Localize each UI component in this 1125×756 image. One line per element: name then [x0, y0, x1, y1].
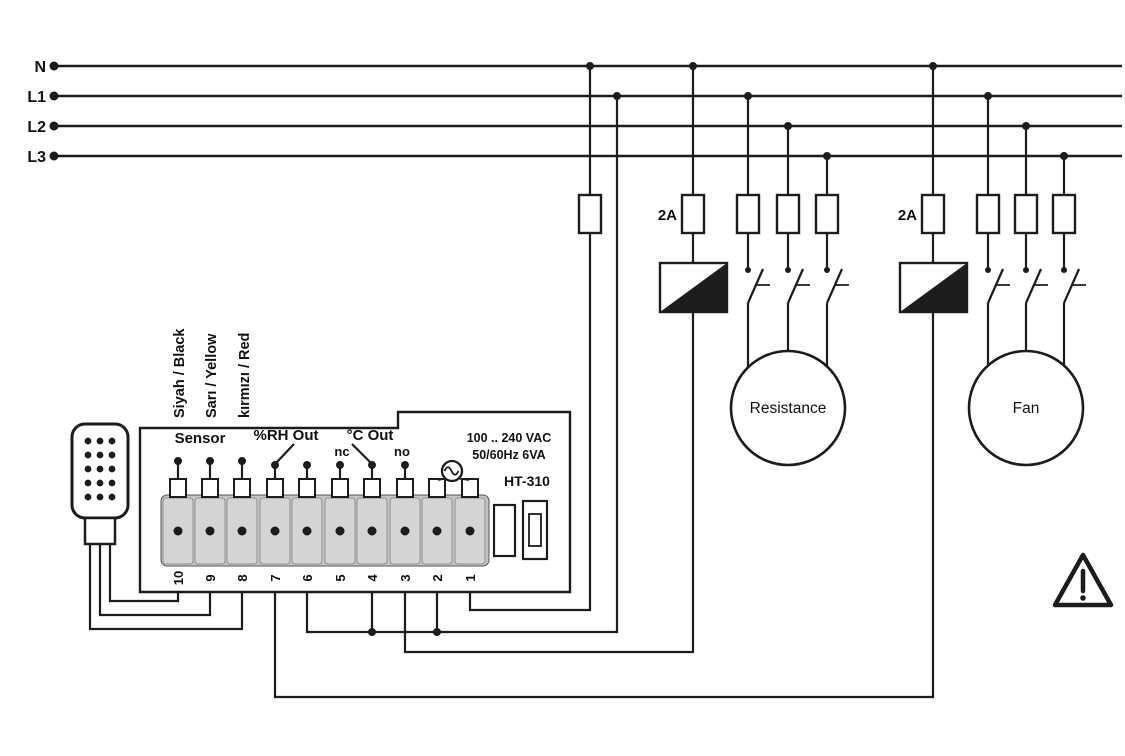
aux-slot-1	[492, 503, 517, 558]
terminal-number: 10	[171, 571, 186, 585]
fuse-resistance-l1	[735, 193, 761, 235]
terminal-clamp	[201, 478, 219, 498]
aux-slot-2-inner	[528, 513, 542, 547]
terminal-number: 4	[365, 574, 380, 582]
sensor-wire-label-black: Siyah / Black	[172, 328, 188, 418]
terminal-number: 5	[333, 574, 348, 581]
load-circle	[729, 349, 847, 467]
fuse-supply	[577, 193, 603, 235]
terminal-clamp	[331, 478, 349, 498]
sensor-wire-labels: Siyah / Black Sarı / Yellow kırmızı / Re…	[172, 328, 253, 418]
power-rails: N L1 L2 L3	[27, 59, 1122, 166]
wire-neutral-to-terminal1	[468, 66, 592, 612]
fuse-rating-fan: 2A	[898, 207, 917, 224]
terminal-leads	[176, 464, 407, 479]
terminal-number: 1	[463, 574, 478, 581]
fuse-fan-l3	[1051, 193, 1077, 235]
sensor-cable	[88, 544, 244, 631]
rail-start-dots	[49, 61, 59, 161]
terminal-clamp	[461, 478, 479, 498]
contact-blades-resistance	[746, 268, 844, 304]
warning-icon	[1052, 552, 1114, 608]
contactor-coil-triangle	[900, 263, 967, 312]
terminal-clamp	[169, 478, 187, 498]
terminal-clamp	[298, 478, 316, 498]
fuse-resistance-l3	[814, 193, 840, 235]
rail-label-n: N	[34, 59, 46, 76]
terminal-number: 8	[235, 574, 250, 581]
sensor-vent-holes	[84, 437, 116, 501]
label-rh-out: %RH Out	[254, 427, 319, 444]
load-resistance: Resistance	[729, 349, 847, 467]
warning-exclamation-dot	[1080, 595, 1086, 601]
contactor-resistance	[658, 261, 729, 314]
load-circle	[967, 349, 1085, 467]
rail-label-l2: L2	[27, 119, 46, 136]
wires	[273, 66, 1066, 699]
label-no: no	[394, 444, 410, 459]
fuses: 2A 2A	[577, 193, 1077, 235]
fuse-resistance-l2	[775, 193, 801, 235]
fuse-2a-resistance	[680, 193, 706, 235]
fuse-rating-resistance: 2A	[658, 207, 677, 224]
rating-line2: 50/60Hz 6VA	[472, 448, 545, 462]
contact-blades-fan	[986, 268, 1081, 304]
fuse-fan-l1	[975, 193, 1001, 235]
load-label: Fan	[1013, 400, 1040, 417]
model-label: HT-310	[504, 473, 550, 489]
label-nc: nc	[334, 444, 349, 459]
controller-ht310: Sensor %RH Out °C Out nc no 100 .. 240 V…	[138, 410, 572, 594]
load-label: Resistance	[750, 400, 827, 417]
terminal-clamp	[266, 478, 284, 498]
wire-l1-to-commons	[305, 96, 619, 634]
contactor-coil-triangle	[660, 263, 727, 312]
terminal-number: 2	[430, 574, 445, 581]
sensor-probe	[70, 422, 244, 631]
relay-blades	[276, 443, 371, 463]
label-c-out: °C Out	[347, 427, 394, 444]
rail-label-l3: L3	[27, 149, 46, 166]
supply-leads	[437, 477, 470, 481]
terminal-clamp	[233, 478, 251, 498]
terminal-number: 7	[268, 574, 283, 581]
sensor-neck	[83, 516, 117, 546]
terminal-numbers: 10 9 8 7 6 5 4 3 2 1	[171, 571, 478, 585]
terminal-number: 9	[203, 574, 218, 581]
rail-label-l1: L1	[27, 89, 46, 106]
label-sensor: Sensor	[175, 430, 226, 447]
terminal-clamp	[363, 478, 381, 498]
terminal-cells	[162, 497, 486, 565]
sensor-wire-label-red: kırmızı / Red	[237, 333, 253, 418]
contact-dots	[745, 267, 1067, 273]
fuse-fan-l2	[1013, 193, 1039, 235]
load-fan: Fan	[967, 349, 1085, 467]
wire-terminal3-to-resistance-coil	[403, 312, 695, 654]
terminal-clamp	[396, 478, 414, 498]
terminal-clamp	[428, 478, 446, 498]
contactor-fan	[898, 261, 969, 314]
fuse-2a-fan	[920, 193, 946, 235]
ac-supply-symbol	[437, 459, 470, 483]
sensor-wire-label-yellow: Sarı / Yellow	[204, 333, 220, 418]
sine-wave-icon	[443, 466, 460, 476]
terminal-number: 3	[398, 574, 413, 581]
contactor-contacts	[745, 267, 1086, 304]
terminal-number: 6	[300, 574, 315, 581]
rating-line1: 100 .. 240 VAC	[467, 431, 552, 445]
terminal-clamps	[169, 478, 479, 498]
wire-terminal7-to-fan-coil	[273, 312, 935, 699]
